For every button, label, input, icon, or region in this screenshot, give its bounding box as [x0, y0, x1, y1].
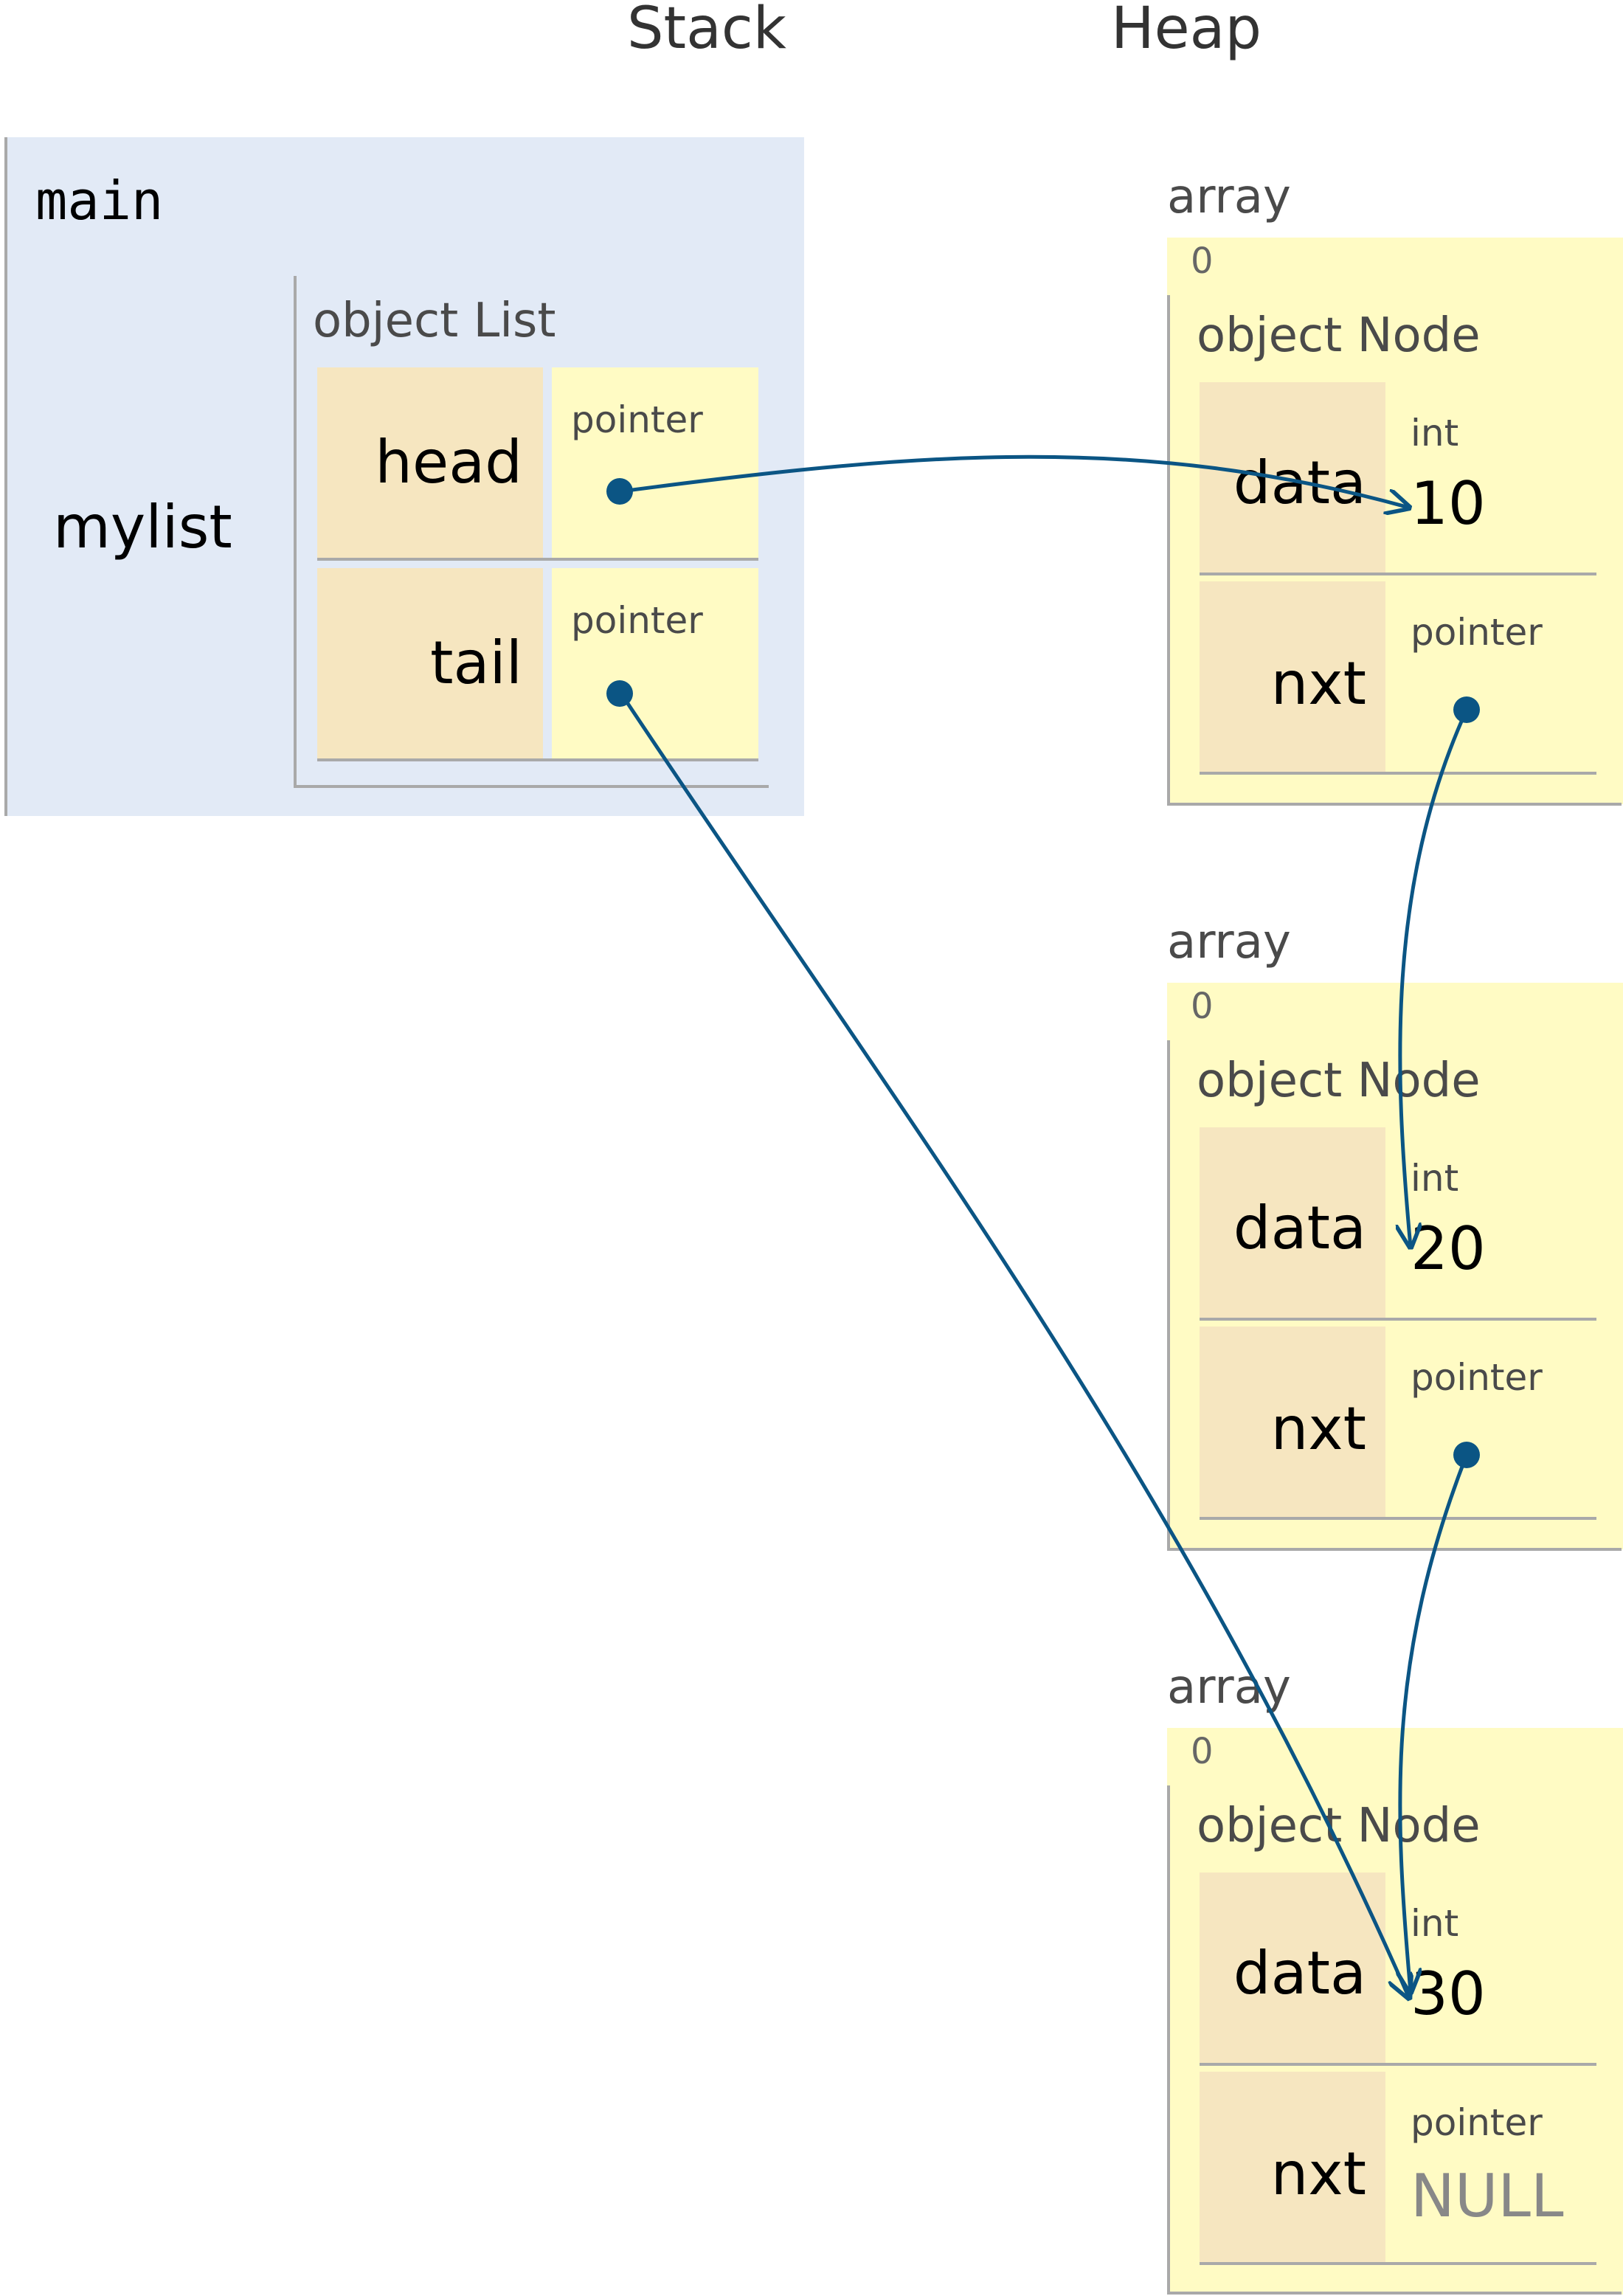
node2-nxt-pointer-arrow — [1400, 1454, 1469, 1992]
heap-heading: Heap — [1111, 0, 1262, 62]
node1-data-key-cell — [1200, 382, 1385, 573]
array-index-1: 0 — [1191, 241, 1214, 282]
node3-nxt-key-cell — [1200, 2072, 1385, 2262]
divider — [1200, 772, 1596, 775]
node2-nxt-type: pointer — [1411, 1356, 1543, 1399]
head-key-cell — [317, 367, 543, 558]
tail-field-label: tail — [430, 629, 522, 697]
array-label-2: array — [1167, 915, 1291, 969]
node1-nxt-pointer-arrow — [1400, 708, 1469, 1247]
node1-nxt-type: pointer — [1411, 611, 1543, 654]
node3-data-key-cell — [1200, 1873, 1385, 2063]
node-object-box-1 — [1167, 295, 1622, 806]
node1-data-value: 10 — [1411, 469, 1486, 538]
node3-nxt-null-value: NULL — [1411, 2162, 1564, 2230]
tail-value-cell — [552, 568, 758, 758]
node1-nxt-pointer-dot — [1453, 696, 1480, 723]
tail-pointer-arrow — [619, 692, 1409, 1998]
array-index-2: 0 — [1191, 986, 1214, 1027]
node1-nxt-label: nxt — [1270, 649, 1366, 718]
node1-data-type: int — [1411, 412, 1459, 454]
node-title-1: object Node — [1197, 308, 1481, 363]
frame-name: main — [35, 170, 164, 232]
node2-nxt-pointer-dot — [1453, 1442, 1480, 1468]
node3-data-type: int — [1411, 1902, 1459, 1945]
array-index-3: 0 — [1191, 1731, 1214, 1772]
head-pointer-arrow — [620, 454, 1409, 508]
head-type-label: pointer — [571, 398, 703, 441]
divider — [317, 558, 758, 561]
node2-nxt-label: nxt — [1270, 1394, 1366, 1463]
head-pointer-dot — [606, 478, 633, 505]
tail-pointer-dot — [606, 680, 633, 707]
divider — [1200, 2063, 1596, 2066]
node2-data-label: data — [1233, 1194, 1366, 1262]
node-object-box-3 — [1167, 1785, 1622, 2295]
divider — [1200, 1318, 1596, 1321]
node-object-box-2 — [1167, 1040, 1622, 1551]
tail-key-cell — [317, 568, 543, 758]
divider — [1200, 2262, 1596, 2265]
node2-data-key-cell — [1200, 1127, 1385, 1318]
list-object-box — [294, 276, 769, 788]
divider — [1200, 573, 1596, 575]
node1-nxt-key-cell — [1200, 581, 1385, 772]
head-field-label: head — [375, 428, 522, 497]
head-value-cell — [552, 367, 758, 558]
node3-data-label: data — [1233, 1939, 1366, 2008]
list-object-title: object List — [313, 294, 556, 348]
stack-heading: Stack — [627, 0, 786, 62]
variable-mylist: mylist — [53, 493, 232, 561]
node2-data-type: int — [1411, 1157, 1459, 1200]
node-title-2: object Node — [1197, 1054, 1481, 1108]
array-label-3: array — [1167, 1660, 1291, 1715]
node3-nxt-type: pointer — [1411, 2101, 1543, 2144]
array-label-1: array — [1167, 170, 1291, 224]
divider — [317, 758, 758, 761]
node3-nxt-label: nxt — [1270, 2140, 1366, 2208]
divider — [1200, 1517, 1596, 1520]
tail-type-label: pointer — [571, 599, 703, 642]
node2-nxt-key-cell — [1200, 1327, 1385, 1517]
